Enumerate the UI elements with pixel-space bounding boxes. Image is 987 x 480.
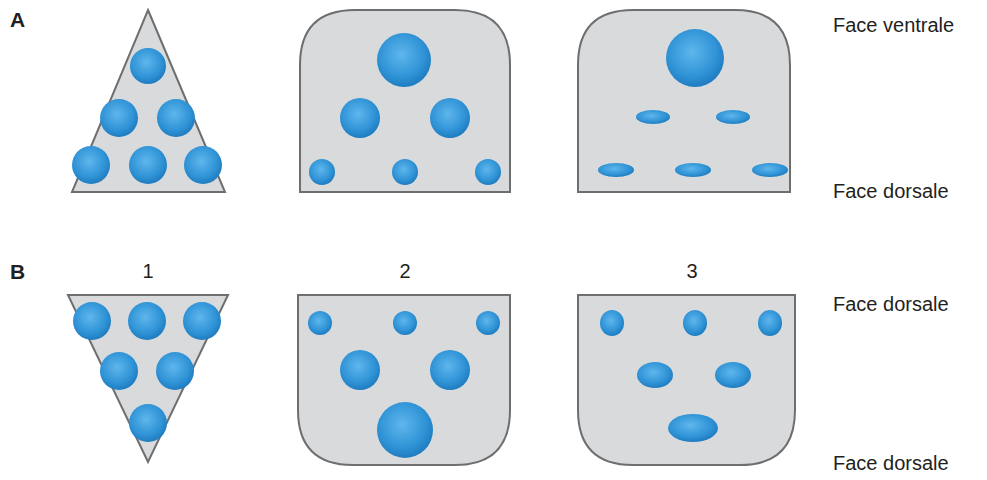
section-dome: [578, 10, 790, 192]
section-dome: [578, 295, 795, 465]
tract-circle: [156, 352, 194, 390]
tract-ellipse: [683, 310, 707, 336]
tract-circle: [340, 98, 380, 138]
tract-ellipse: [675, 163, 711, 177]
tract-circle: [392, 159, 418, 185]
tract-ellipse: [716, 110, 750, 124]
tract-circle: [128, 302, 166, 340]
section-triangle: [72, 10, 225, 192]
section-dome: [300, 10, 510, 192]
tract-group: [72, 29, 788, 458]
level-number: 1: [142, 260, 153, 282]
tract-circle: [100, 352, 138, 390]
tract-circle: [308, 311, 332, 335]
tract-ellipse: [600, 310, 624, 336]
side-label: Face dorsale: [833, 452, 949, 474]
side-label: Face dorsale: [833, 293, 949, 315]
tract-circle: [430, 350, 470, 390]
tract-circle: [475, 159, 501, 185]
tract-ellipse: [598, 163, 634, 177]
tract-circle: [309, 159, 335, 185]
tract-ellipse: [715, 362, 751, 388]
tract-ellipse: [668, 414, 718, 442]
tract-circle: [377, 402, 433, 458]
panel-letter: B: [10, 260, 25, 283]
panel-letter: A: [10, 8, 25, 31]
tract-circle: [377, 33, 431, 87]
tract-ellipse: [758, 310, 782, 336]
tract-circle: [129, 404, 167, 442]
tract-circle: [129, 146, 167, 184]
tract-ellipse: [636, 110, 670, 124]
tract-ellipse: [637, 362, 673, 388]
tract-circle: [184, 146, 222, 184]
level-number: 3: [686, 260, 697, 282]
tract-circle: [393, 311, 417, 335]
tract-circle: [476, 311, 500, 335]
tract-circle: [340, 350, 380, 390]
tract-circle: [183, 302, 221, 340]
tract-circle: [72, 146, 110, 184]
tract-circle: [130, 48, 166, 84]
tract-circle: [157, 99, 195, 137]
section-triangle: [68, 295, 228, 462]
tract-circle: [100, 99, 138, 137]
section-dome: [298, 295, 510, 465]
tract-circle: [430, 98, 470, 138]
side-label: Face ventrale: [833, 14, 954, 36]
side-label: Face dorsale: [833, 180, 949, 202]
tract-ellipse: [752, 163, 788, 177]
level-number: 2: [399, 260, 410, 282]
tract-circle: [73, 302, 111, 340]
tract-circle: [666, 29, 724, 87]
